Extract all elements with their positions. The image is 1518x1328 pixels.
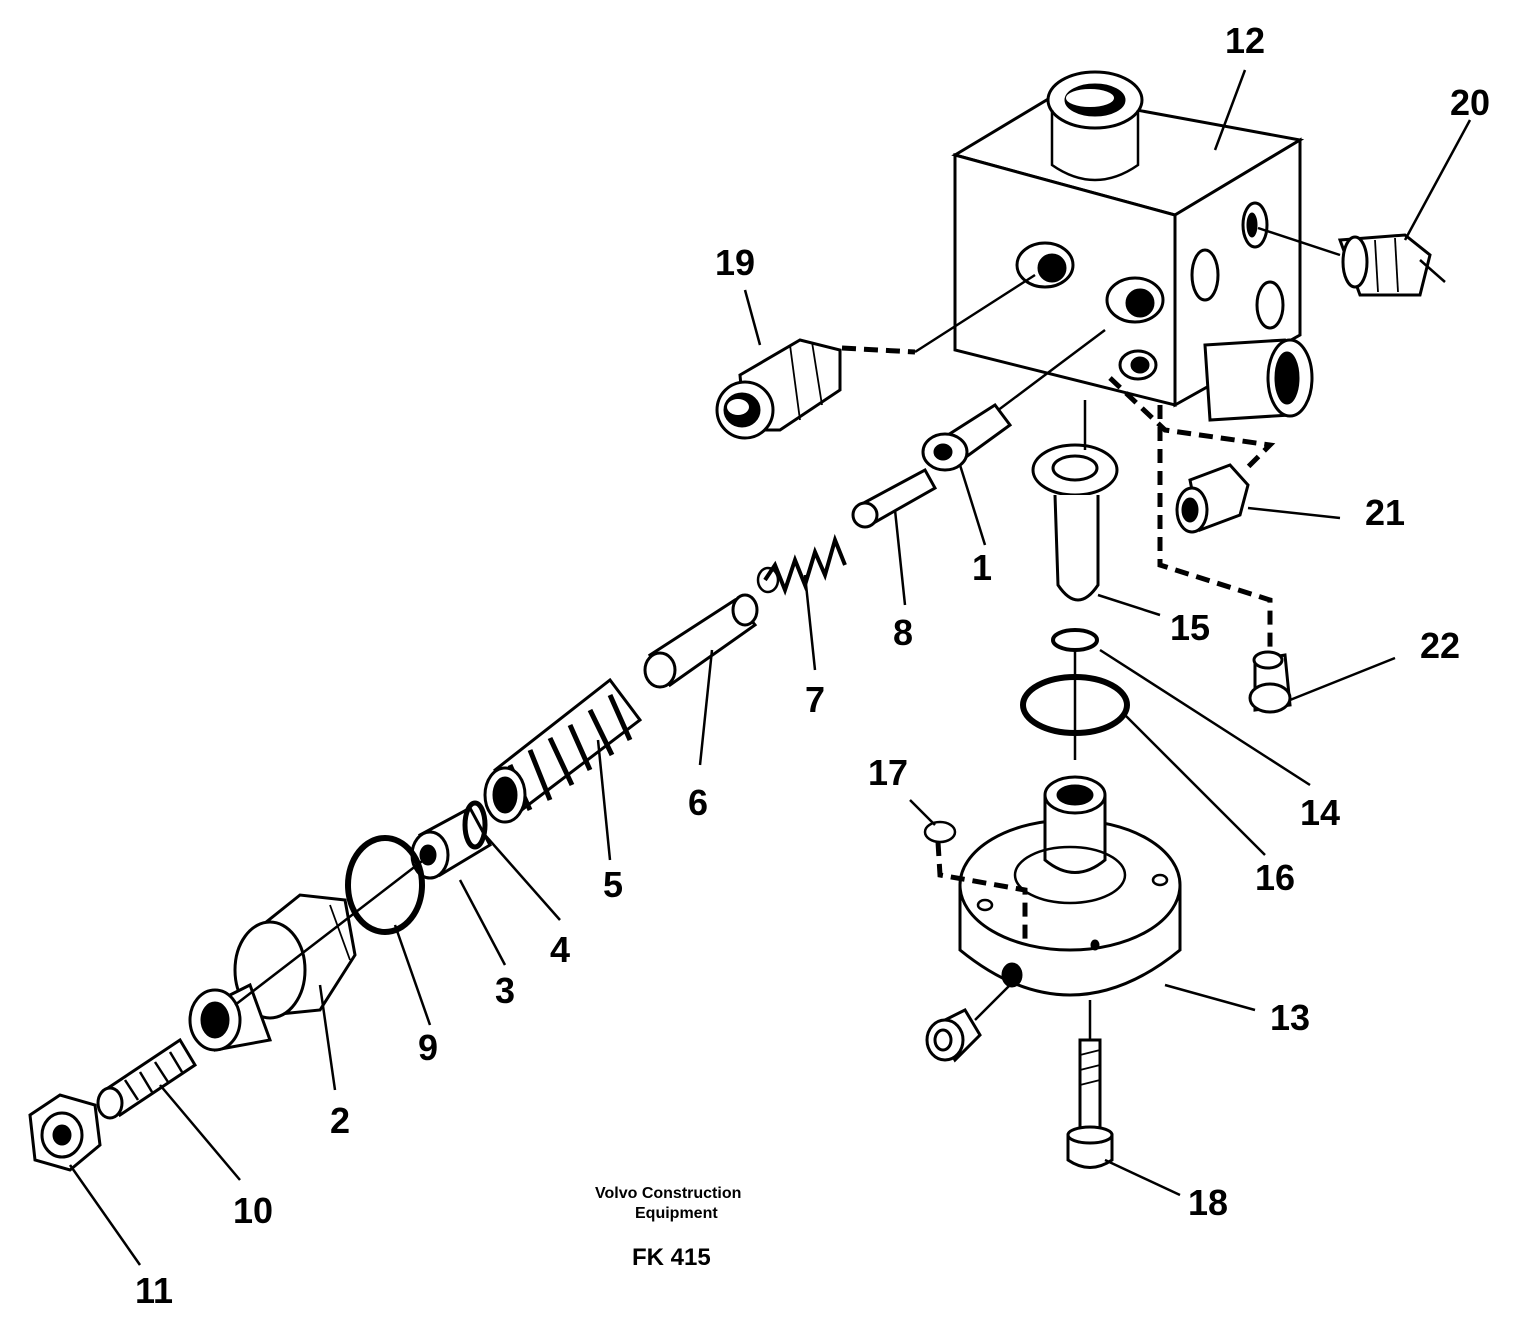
part-8 (851, 467, 938, 529)
figure-code: FK 415 (632, 1244, 711, 1271)
part-6 (643, 593, 759, 689)
plug-22 (1248, 650, 1292, 714)
callout-9: 9 (418, 1027, 438, 1068)
callout-10: 10 (233, 1190, 273, 1231)
callout-17: 17 (868, 752, 908, 793)
callout-18: 18 (1188, 1182, 1228, 1223)
callout-13: 13 (1270, 997, 1310, 1038)
side-screw (925, 1008, 982, 1063)
spring-5 (483, 677, 643, 824)
o-ring-9 (345, 835, 425, 935)
callout-20: 20 (1450, 82, 1490, 123)
callout-6: 6 (688, 782, 708, 823)
callout-14: 14 (1300, 792, 1340, 833)
part-2 (188, 893, 357, 1052)
callout-21: 21 (1365, 492, 1405, 533)
fitting-19 (715, 338, 842, 440)
callout-15: 15 (1170, 607, 1210, 648)
company-name-line2: Equipment (635, 1205, 718, 1222)
bolt-18 (1066, 1038, 1114, 1169)
callout-16: 16 (1255, 857, 1295, 898)
o-ring-14 (1051, 628, 1099, 652)
callout-8: 8 (893, 612, 913, 653)
fitting-21 (1175, 463, 1250, 534)
callout-11: 11 (135, 1270, 173, 1311)
part-17 (923, 820, 957, 844)
company-name-line1: Volvo Construction (595, 1185, 741, 1202)
valve-block (951, 70, 1314, 422)
callout-3: 3 (495, 970, 515, 1011)
callout-22: 22 (1420, 625, 1460, 666)
callout-1: 1 (972, 547, 992, 588)
cover-13 (958, 775, 1182, 997)
fitting-20 (1337, 233, 1446, 297)
callout-12: 12 (1225, 20, 1265, 61)
nut-11 (28, 1093, 102, 1172)
part-15 (1031, 443, 1119, 602)
callout-2: 2 (330, 1100, 350, 1141)
screw-10 (96, 1037, 198, 1120)
part-1 (921, 402, 1013, 472)
parts-3-4 (410, 800, 493, 880)
callout-19: 19 (715, 242, 755, 283)
callout-5: 5 (603, 864, 623, 905)
callout-4: 4 (550, 929, 570, 970)
spring-7 (756, 533, 847, 596)
leader-lines (68, 69, 1472, 1266)
callout-7: 7 (805, 679, 825, 720)
